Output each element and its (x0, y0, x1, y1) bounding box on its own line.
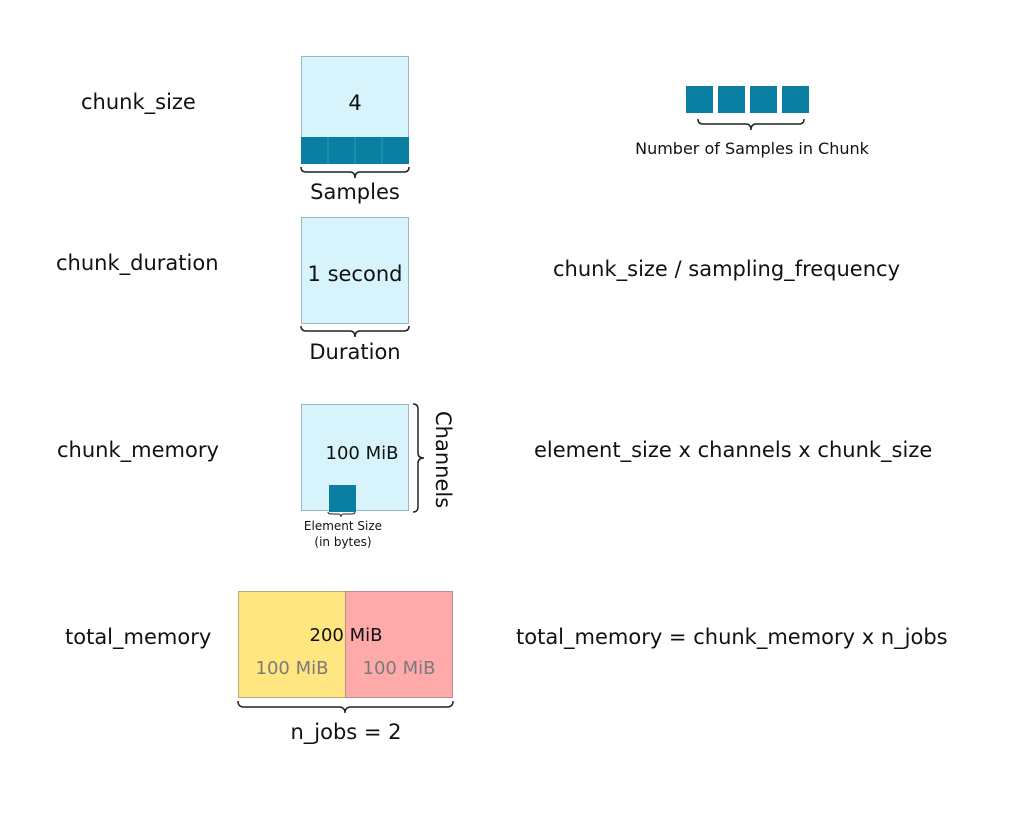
element-cell (329, 485, 356, 512)
samples-caption: Samples (310, 180, 400, 204)
chunk-memory-box: 100 MiB (301, 404, 409, 512)
duration-brace (300, 325, 410, 338)
chunk-duration-box: 1 second (301, 217, 409, 324)
sample-squares (686, 86, 809, 113)
n-jobs-caption: n_jobs = 2 (290, 720, 402, 744)
chunk-duration-formula: chunk_size / sampling_frequency (553, 257, 901, 281)
total-memory-formula: total_memory = chunk_memory x n_jobs (516, 625, 948, 649)
element-size-unit-caption: (in bytes) (314, 535, 372, 549)
chunk-size-label: chunk_size (81, 90, 196, 114)
sample-strip (301, 137, 409, 164)
duration-caption: Duration (309, 340, 401, 364)
job-2-value: 100 MiB (362, 658, 436, 679)
chunk-memory-formula: element_size x channels x chunk_size (534, 438, 933, 462)
total-memory-value: 200 MiB (309, 625, 383, 646)
job-1-value: 100 MiB (255, 658, 329, 679)
channels-brace (412, 403, 425, 513)
chunk-size-value: 4 (348, 91, 362, 115)
chunk-memory-value: 100 MiB (325, 443, 399, 464)
element-size-caption: Element Size (303, 519, 383, 533)
chunk-duration-value: 1 second (307, 262, 403, 286)
chunk-duration-label: chunk_duration (56, 251, 219, 275)
channels-caption: Channels (431, 411, 455, 509)
job-2-block: 100 MiB (345, 591, 453, 698)
job-1-block: 100 MiB (238, 591, 346, 698)
sample-squares-brace (697, 118, 805, 131)
samples-brace (300, 166, 410, 179)
chunk-memory-label: chunk_memory (57, 438, 219, 462)
element-brace (327, 511, 356, 518)
number-of-samples-caption: Number of Samples in Chunk (635, 139, 869, 158)
chunk-size-box: 4 (301, 56, 409, 164)
n-jobs-brace (237, 700, 454, 714)
total-memory-label: total_memory (65, 625, 212, 649)
